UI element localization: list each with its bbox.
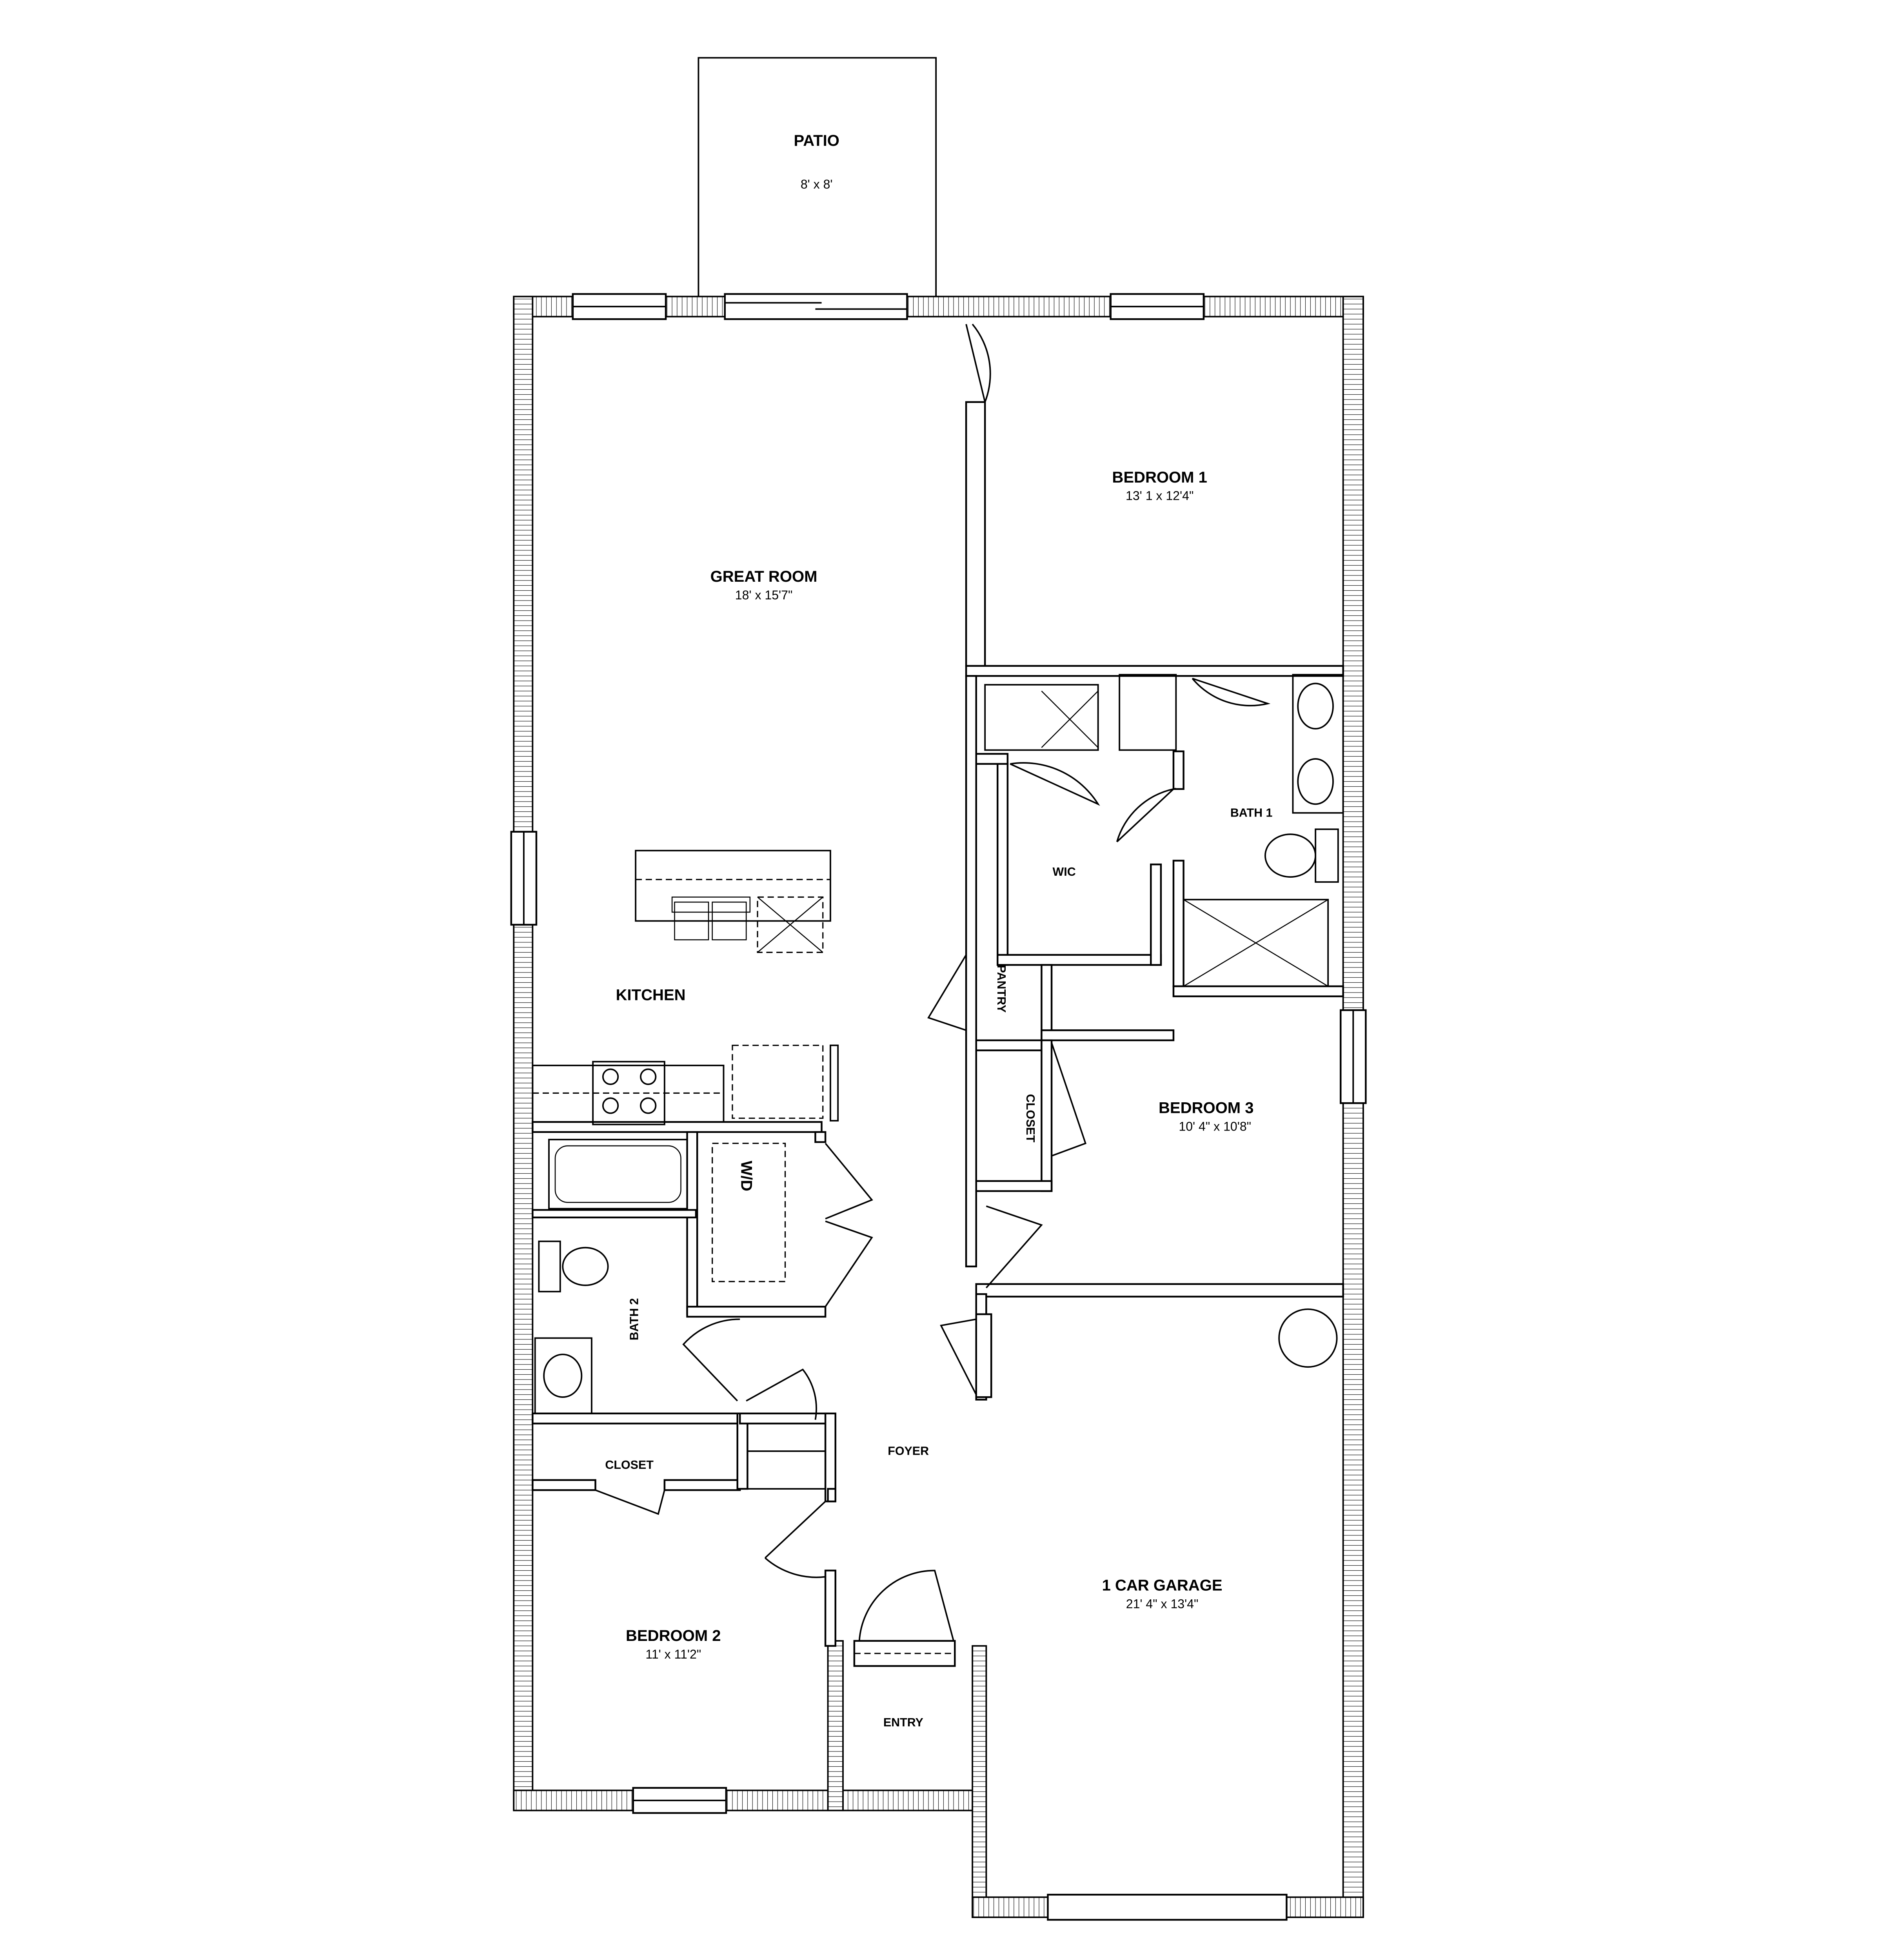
sink-icon: [674, 902, 709, 940]
bedroom3-size: 10' 4" x 10'8": [1179, 1120, 1251, 1134]
doors: [595, 323, 1271, 1641]
sink-icon: [1297, 682, 1334, 730]
closet-bed3-label: CLOSET: [1024, 1094, 1037, 1143]
interior-walls: [532, 401, 1344, 1647]
room-labels: PATIO 8' x 8' GREAT ROOM 18' x 15'7" BED…: [605, 132, 1272, 1729]
vanity: [1292, 674, 1344, 814]
water-heater-icon: [1278, 1308, 1338, 1368]
refrigerator: [732, 1045, 824, 1119]
wic-label: WIC: [1053, 865, 1076, 878]
toilet-icon: [562, 1247, 609, 1286]
bath2-label: BATH 2: [628, 1298, 641, 1341]
toilet-icon: [1264, 833, 1317, 878]
bedroom2-label: BEDROOM 2: [626, 1627, 721, 1644]
garage-label: 1 CAR GARAGE: [1102, 1577, 1223, 1594]
patio-size: 8' x 8': [801, 177, 833, 191]
shower-icon: [1183, 898, 1329, 987]
bedroom1-size: 13' 1 x 12'4": [1126, 489, 1194, 503]
shelving: [984, 684, 1099, 751]
bathtub-icon: [548, 1139, 688, 1210]
pantry-label: PANTRY: [995, 965, 1008, 1013]
kitchen-counter: [532, 1065, 725, 1123]
bedroom1-label: BEDROOM 1: [1112, 469, 1207, 486]
range-icon: [592, 1061, 665, 1125]
great-room-label: GREAT ROOM: [710, 568, 817, 585]
sink-icon: [1297, 758, 1334, 805]
patio-label: PATIO: [794, 132, 839, 149]
great-room-size: 18' x 15'7": [735, 588, 793, 602]
closet-bed2-label: CLOSET: [605, 1458, 654, 1472]
foyer-label: FOYER: [888, 1445, 929, 1458]
kitchen-island: [635, 849, 831, 922]
washer-dryer: [712, 1143, 786, 1282]
entry-label: ENTRY: [883, 1716, 923, 1729]
kitchen-label: KITCHEN: [616, 986, 686, 1004]
windows: [510, 293, 1367, 1921]
bedroom3-label: BEDROOM 3: [1159, 1100, 1254, 1117]
bath1-label: BATH 1: [1230, 806, 1273, 819]
sink-icon: [543, 1354, 583, 1398]
bedroom2-size: 11' x 11'2": [645, 1647, 701, 1661]
wd-label: W/D: [738, 1161, 755, 1191]
fixtures: [532, 674, 1344, 1414]
garage-size: 21' 4" x 13'4": [1126, 1597, 1199, 1611]
